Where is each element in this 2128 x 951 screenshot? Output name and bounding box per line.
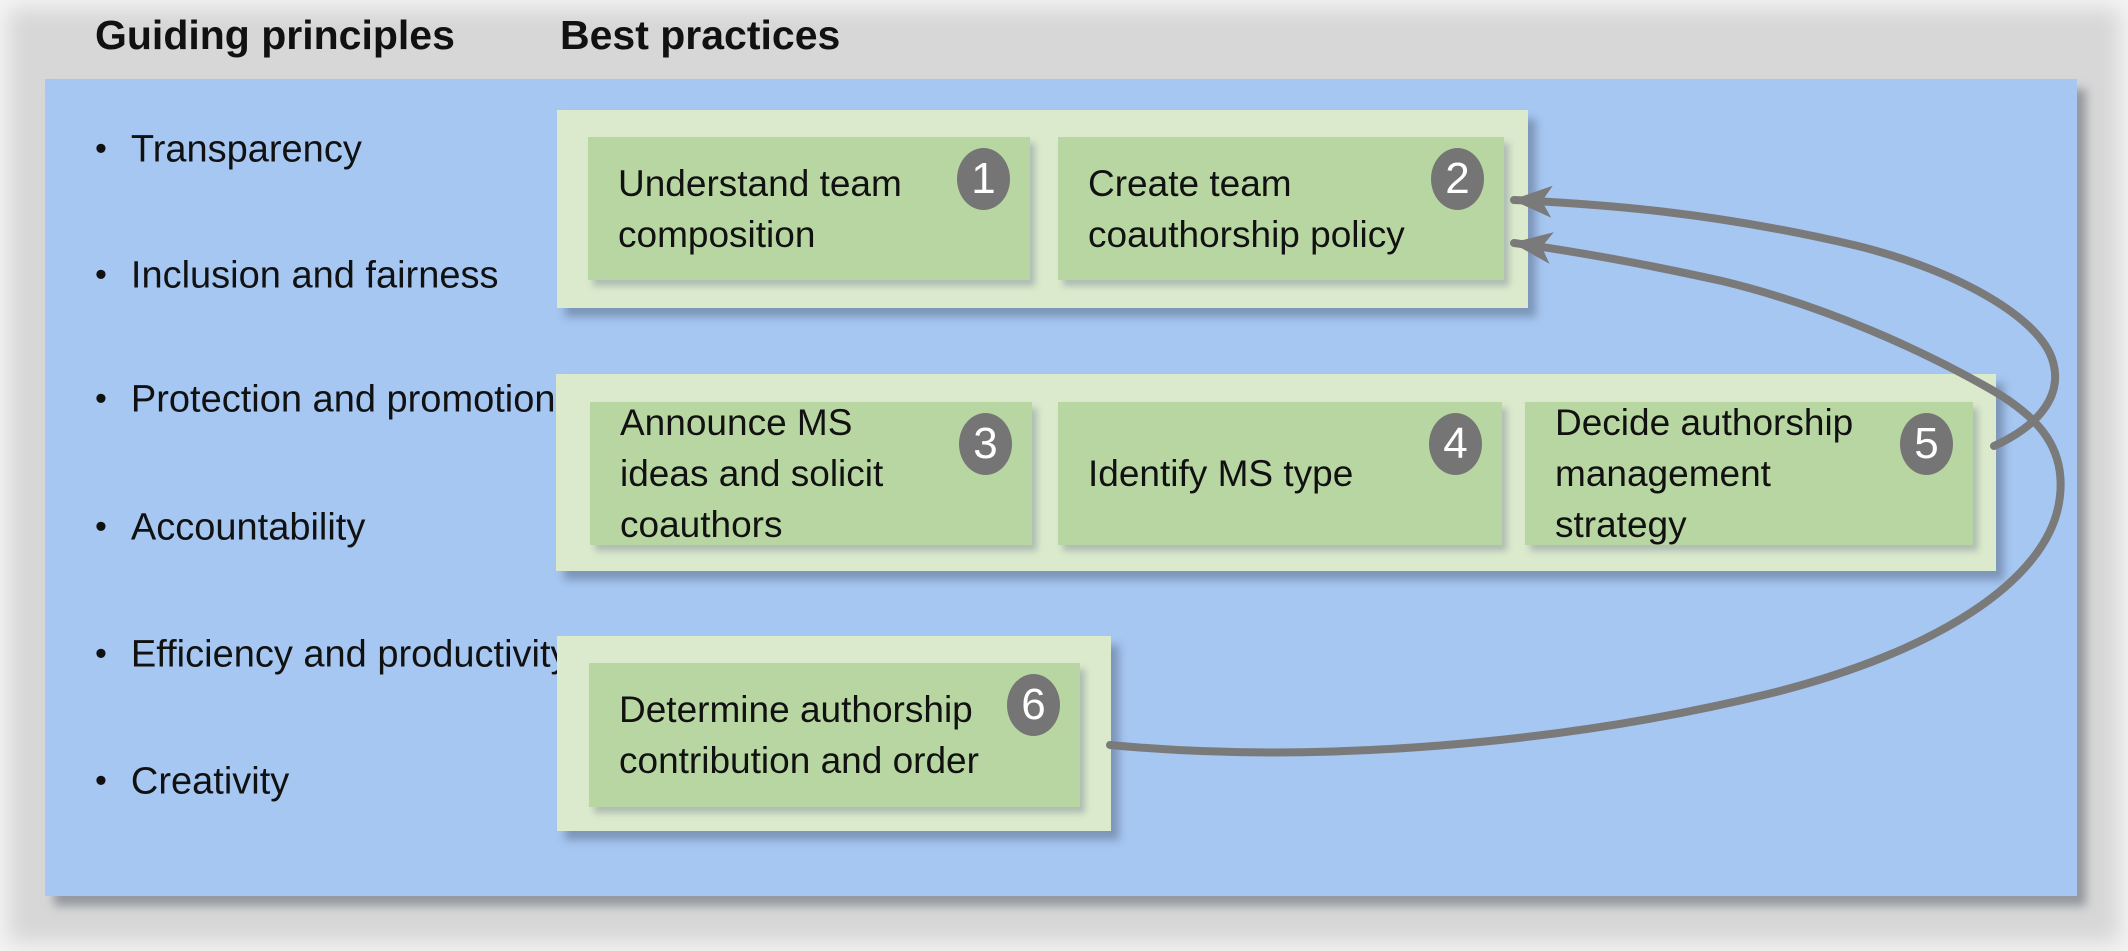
practice-label: Determine authorship contribution and or… [619, 689, 979, 781]
bullet-icon: • [95, 634, 107, 673]
principle-item: • Accountability [95, 507, 565, 550]
step-number-badge: 1 [957, 148, 1010, 210]
practice-box-5: Decide authorship management strategy 5 [1525, 402, 1973, 545]
principle-item: • Creativity [95, 761, 565, 804]
practice-label: Decide authorship management strategy [1555, 402, 1854, 545]
guiding-principles-heading: Guiding principles [95, 12, 455, 58]
step-number-badge: 2 [1431, 148, 1484, 210]
practice-box-4: Identify MS type 4 [1058, 402, 1502, 545]
practice-label: Identify MS type [1088, 453, 1354, 494]
practice-group-row-1: Understand team composition 1 Create tea… [557, 110, 1528, 308]
practice-box-1: Understand team composition 1 [588, 137, 1030, 280]
bullet-icon: • [95, 255, 107, 294]
practice-box-6: Determine authorship contribution and or… [589, 663, 1080, 807]
bullet-icon: • [95, 379, 107, 418]
principle-label: Accountability [130, 506, 366, 549]
principle-item: • Efficiency and productivity [95, 634, 570, 677]
principle-item: • Inclusion and fairness [95, 255, 565, 298]
principle-label: Transparency [130, 128, 362, 171]
principle-label: Protection and promotion [130, 378, 556, 421]
bullet-icon: • [95, 129, 107, 168]
practice-box-3: Announce MS ideas and solicit coauthors … [590, 402, 1032, 545]
principle-label: Creativity [130, 760, 290, 803]
step-number-badge: 3 [959, 413, 1012, 475]
best-practices-heading: Best practices [560, 12, 841, 58]
principle-label: Inclusion and fairness [130, 254, 499, 297]
practice-group-row-2: Announce MS ideas and solicit coauthors … [556, 374, 1996, 571]
step-number-badge: 4 [1429, 413, 1482, 475]
step-number-badge: 6 [1007, 674, 1060, 736]
principle-item: • Protection and promotion [95, 379, 565, 422]
practice-box-2: Create team coauthorship policy 2 [1058, 137, 1504, 280]
bullet-icon: • [95, 507, 107, 546]
step-number-badge: 5 [1900, 413, 1953, 475]
blue-panel: • Transparency • Inclusion and fairness • P… [45, 79, 2077, 896]
practice-label: Understand team composition [618, 162, 902, 255]
practice-group-row-3: Determine authorship contribution and or… [557, 636, 1111, 831]
principle-item: • Transparency [95, 129, 565, 172]
principle-label: Efficiency and productivity [130, 633, 570, 676]
practice-label: Announce MS ideas and solicit coauthors [620, 402, 884, 545]
bullet-icon: • [95, 761, 107, 800]
